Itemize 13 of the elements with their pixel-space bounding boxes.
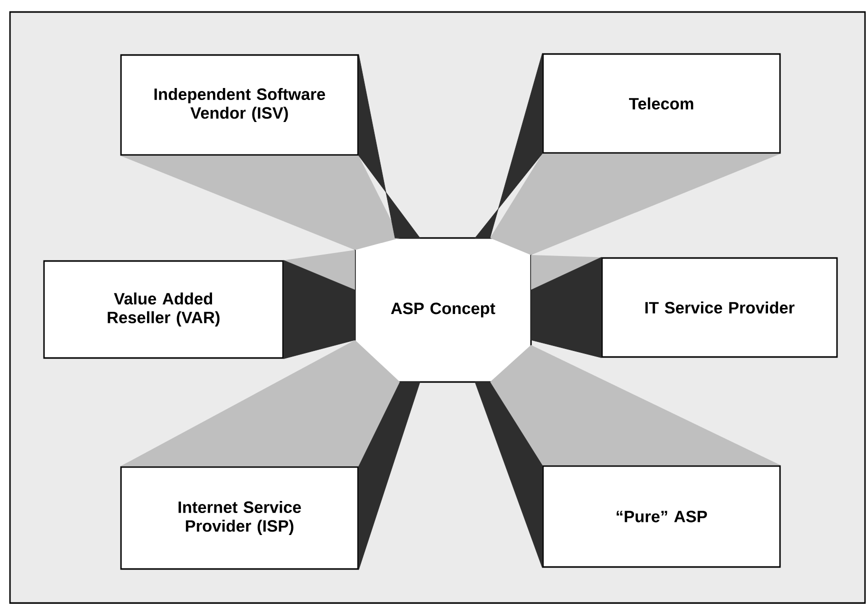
- box: Telecom: [542, 53, 781, 154]
- box: “Pure” ASP: [542, 465, 781, 568]
- box: IT Service Provider: [601, 257, 838, 358]
- connector-beam: [474, 53, 543, 238]
- box: Value Added Reseller (VAR): [43, 260, 284, 359]
- box: Independent Software Vendor (ISV): [120, 54, 359, 156]
- connector-beam: [474, 382, 543, 568]
- box: Internet Service Provider (ISP): [120, 466, 359, 570]
- connector-beam: [358, 54, 420, 238]
- connector-beam: [358, 382, 420, 570]
- box: ASP Concept: [354, 237, 532, 383]
- connector-beam: [283, 260, 356, 359]
- connector-beam: [530, 257, 602, 358]
